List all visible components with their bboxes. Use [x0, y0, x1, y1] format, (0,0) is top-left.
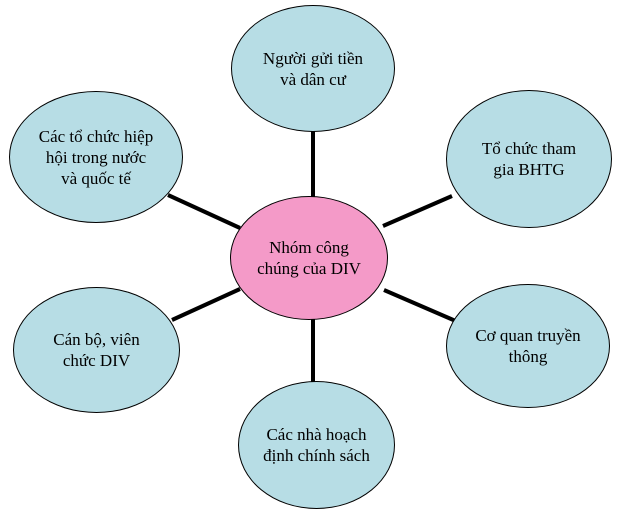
node-associations: Các tổ chức hiệp hội trong nước và quốc … — [9, 91, 183, 223]
center-node-label: Nhóm công chúng của DIV — [257, 238, 361, 278]
node-associations-label: Các tổ chức hiệp hội trong nước và quốc … — [38, 126, 154, 188]
center-node: Nhóm công chúng của DIV — [230, 196, 388, 320]
node-depositors: Người gửi tiền và dân cư — [231, 5, 395, 132]
node-media-label: Cơ quan truyền thông — [475, 326, 581, 366]
node-member-institutions: Tổ chức tham gia BHTG — [446, 90, 612, 228]
connector-bottom-right — [383, 288, 459, 324]
node-depositors-label: Người gửi tiền và dân cư — [262, 48, 364, 89]
node-member-institutions-label: Tổ chức tham gia BHTG — [481, 139, 577, 179]
node-policy-makers: Các nhà hoạch định chính sách — [238, 381, 395, 509]
node-media: Cơ quan truyền thông — [446, 284, 610, 408]
connector-top-left — [167, 193, 241, 230]
node-div-staff-label: Cán bộ, viên chức DIV — [53, 330, 140, 370]
node-div-staff: Cán bộ, viên chức DIV — [13, 287, 180, 413]
node-policy-makers-label: Các nhà hoạch định chính sách — [263, 425, 370, 465]
connector-bottom-left — [171, 287, 241, 322]
connector-top-right — [382, 194, 453, 228]
